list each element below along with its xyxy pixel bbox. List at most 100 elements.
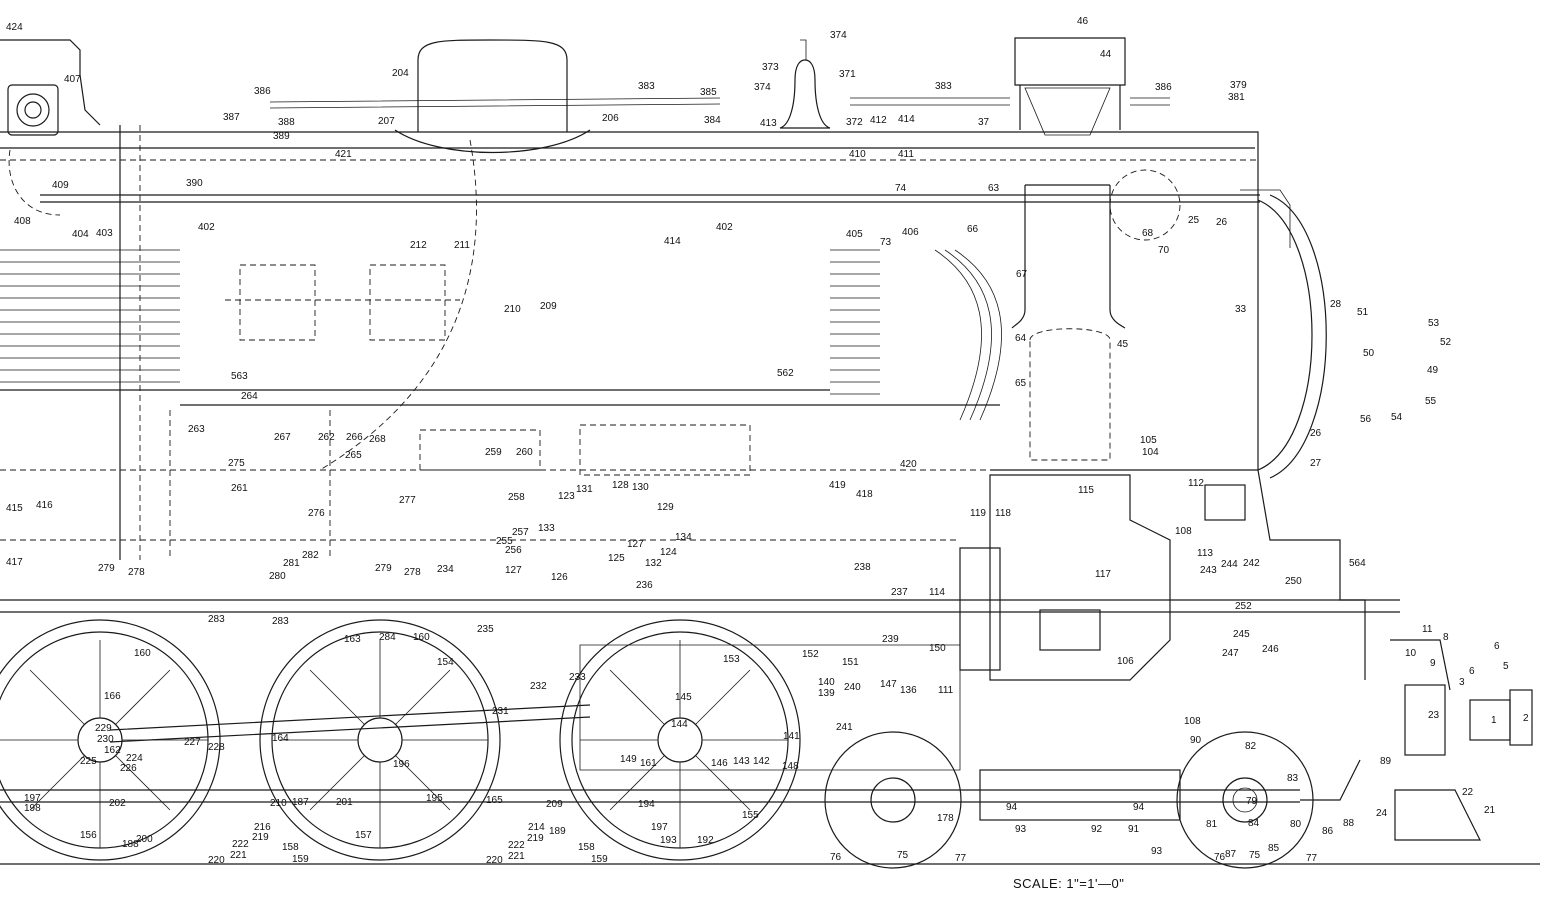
callout-127: 127 xyxy=(505,565,522,576)
callout-149: 149 xyxy=(620,754,637,765)
callout-206: 206 xyxy=(602,113,619,124)
callout-225: 225 xyxy=(80,756,97,767)
callout-11: 11 xyxy=(1422,624,1433,635)
callout-386: 386 xyxy=(254,86,271,97)
callout-84: 84 xyxy=(1248,818,1260,829)
callout-221: 221 xyxy=(508,851,525,862)
callout-279: 279 xyxy=(98,563,115,574)
callout-413: 413 xyxy=(760,118,777,129)
callout-33: 33 xyxy=(1235,304,1247,315)
callout-204: 204 xyxy=(392,68,409,79)
callout-229: 229 xyxy=(95,723,112,734)
callout-145: 145 xyxy=(675,692,692,703)
callout-25: 25 xyxy=(1188,215,1200,226)
callout-414: 414 xyxy=(664,236,681,247)
callout-276: 276 xyxy=(308,508,325,519)
callout-405: 405 xyxy=(846,229,863,240)
callout-76: 76 xyxy=(830,852,842,863)
callout-127: 127 xyxy=(627,539,644,550)
callout-219: 219 xyxy=(527,833,544,844)
callout-418: 418 xyxy=(856,489,873,500)
callout-230: 230 xyxy=(97,734,114,745)
callout-419: 419 xyxy=(829,480,846,491)
callout-6: 6 xyxy=(1494,641,1500,652)
callout-158: 158 xyxy=(282,842,299,853)
callout-129: 129 xyxy=(657,502,674,513)
callout-226: 226 xyxy=(120,763,137,774)
callout-414: 414 xyxy=(898,114,915,125)
callout-8: 8 xyxy=(1443,632,1449,643)
callout-240: 240 xyxy=(844,682,861,693)
callout-37: 37 xyxy=(978,117,990,128)
callout-371: 371 xyxy=(839,69,856,80)
callout-266: 266 xyxy=(346,432,363,443)
callout-28: 28 xyxy=(1330,299,1342,310)
callout-221: 221 xyxy=(230,850,247,861)
callout-82: 82 xyxy=(1245,741,1257,752)
callout-424: 424 xyxy=(6,22,23,33)
callout-388: 388 xyxy=(278,117,295,128)
callout-209: 209 xyxy=(546,799,563,810)
callout-197: 197 xyxy=(24,793,41,804)
callout-64: 64 xyxy=(1015,333,1027,344)
callout-197: 197 xyxy=(651,822,668,833)
callout-51: 51 xyxy=(1357,307,1369,318)
smokestack xyxy=(1011,37,1126,329)
callout-420: 420 xyxy=(900,459,917,470)
callout-402: 402 xyxy=(198,222,215,233)
callout-193: 193 xyxy=(660,835,677,846)
callout-275: 275 xyxy=(228,458,245,469)
callout-2: 2 xyxy=(1523,713,1529,724)
callout-227: 227 xyxy=(184,737,201,748)
callout-75: 75 xyxy=(897,850,909,861)
callout-417: 417 xyxy=(6,557,23,568)
callout-198: 198 xyxy=(24,803,41,814)
callout-146: 146 xyxy=(711,758,728,769)
callout-155: 155 xyxy=(742,810,759,821)
callout-81: 81 xyxy=(1206,819,1218,830)
callout-85: 85 xyxy=(1268,843,1280,854)
callout-10: 10 xyxy=(1405,648,1417,659)
callout-94: 94 xyxy=(1006,802,1018,813)
callout-563: 563 xyxy=(231,371,248,382)
callout-261: 261 xyxy=(231,483,248,494)
callout-73: 73 xyxy=(880,237,892,248)
callout-195: 195 xyxy=(426,793,443,804)
callout-26: 26 xyxy=(1310,428,1322,439)
callout-159: 159 xyxy=(292,854,309,865)
callout-134: 134 xyxy=(675,532,692,543)
callout-157: 157 xyxy=(355,830,372,841)
callout-564: 564 xyxy=(1349,558,1366,569)
callout-56: 56 xyxy=(1360,414,1372,425)
callout-154: 154 xyxy=(437,657,454,668)
callout-264: 264 xyxy=(241,391,258,402)
callout-242: 242 xyxy=(1243,558,1260,569)
callout-385: 385 xyxy=(700,87,717,98)
callout-143: 143 xyxy=(733,756,750,767)
callout-284: 284 xyxy=(379,632,396,643)
callout-24: 24 xyxy=(1376,808,1388,819)
callout-228: 228 xyxy=(208,742,225,753)
callout-247: 247 xyxy=(1222,648,1239,659)
callout-94: 94 xyxy=(1133,802,1145,813)
callout-262: 262 xyxy=(318,432,335,443)
callout-283: 283 xyxy=(208,614,225,625)
callout-224: 224 xyxy=(126,753,143,764)
callout-141: 141 xyxy=(783,731,800,742)
callout-23: 23 xyxy=(1428,710,1440,721)
callout-411: 411 xyxy=(898,149,914,160)
callout-158: 158 xyxy=(578,842,595,853)
callout-219: 219 xyxy=(252,832,269,843)
callout-279: 279 xyxy=(375,563,392,574)
callout-89: 89 xyxy=(1380,756,1392,767)
callout-244: 244 xyxy=(1221,559,1238,570)
callout-409: 409 xyxy=(52,180,69,191)
callout-387: 387 xyxy=(223,112,240,123)
callout-83: 83 xyxy=(1287,773,1299,784)
callout-5: 5 xyxy=(1503,661,1509,672)
callout-373: 373 xyxy=(762,62,779,73)
callout-1: 1 xyxy=(1491,715,1497,726)
callout-278: 278 xyxy=(404,567,421,578)
